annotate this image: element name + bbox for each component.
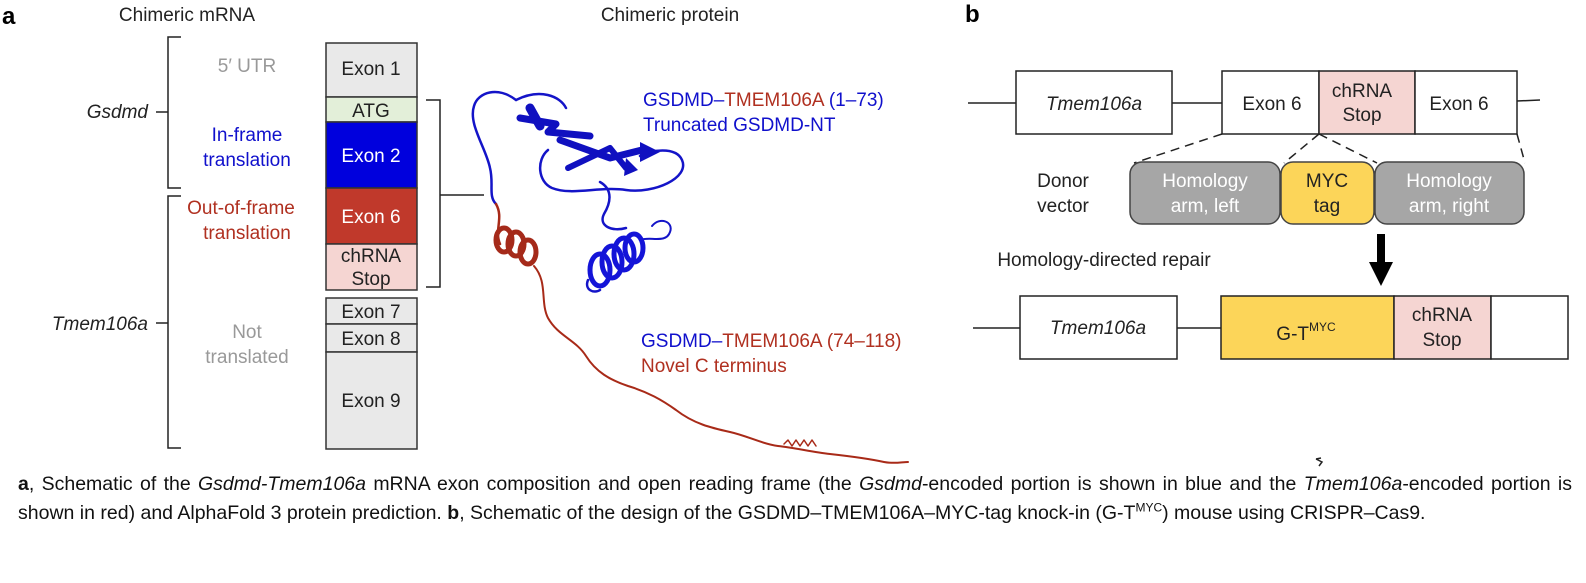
top-chrna-line1: chRNA bbox=[1332, 81, 1393, 102]
top-chrna-line2: Stop bbox=[1342, 105, 1381, 126]
bottom-chrna-line1: chRNA bbox=[1412, 305, 1473, 326]
exon1-box bbox=[325, 42, 418, 98]
top-exon6-right-label: Exon 6 bbox=[1429, 94, 1488, 115]
genomic-locus-top bbox=[968, 70, 1541, 135]
exon-column bbox=[325, 42, 418, 450]
chrna-stop-box bbox=[325, 243, 418, 291]
protein-label-1-sub: Truncated GSDMD-NT bbox=[643, 115, 836, 136]
top-gene-label: Tmem106a bbox=[1046, 94, 1142, 115]
region-outframe-line1: Out-of-frame bbox=[187, 198, 295, 219]
header-chimeric-protein: Chimeric protein bbox=[601, 5, 739, 26]
donor-vector bbox=[1129, 161, 1525, 225]
myc-line1: MYC bbox=[1306, 171, 1348, 192]
region-not-line2: translated bbox=[205, 347, 288, 368]
gsdmd-bracket bbox=[156, 36, 181, 189]
protein-label-2-sub: Novel C terminus bbox=[641, 356, 787, 377]
arm-left-line1: Homology bbox=[1162, 171, 1248, 192]
genomic-locus-edited bbox=[973, 295, 1569, 360]
arm-left-box bbox=[1129, 161, 1281, 225]
exon1-label: Exon 1 bbox=[341, 59, 400, 80]
exon2-box bbox=[325, 121, 418, 189]
myc-tag-box bbox=[1280, 161, 1375, 225]
gt-myc-label: G-TMYC bbox=[1276, 320, 1336, 345]
exon7-label: Exon 7 bbox=[341, 302, 400, 323]
exon8-label: Exon 8 bbox=[341, 329, 400, 350]
protein-structure-image bbox=[471, 90, 909, 464]
protein-label-1: GSDMD–TMEM106A (1–73) bbox=[643, 90, 884, 111]
myc-line2: tag bbox=[1314, 196, 1340, 217]
chrna-label-line2: Stop bbox=[351, 269, 390, 290]
donor-label-line2: vector bbox=[1037, 196, 1089, 217]
exon7-box bbox=[325, 297, 418, 325]
chrna-label-line1: chRNA bbox=[341, 246, 402, 267]
orf-bracket bbox=[426, 99, 484, 288]
region-not-line1: Not bbox=[232, 322, 262, 343]
region-outframe-line2: translation bbox=[203, 223, 291, 244]
bottom-gene-label: Tmem106a bbox=[1050, 318, 1146, 339]
figure-caption: a, Schematic of the Gsdmd-Tmem106a mRNA … bbox=[18, 473, 1572, 524]
tmem-bracket bbox=[156, 195, 181, 449]
panel-b-label: b bbox=[965, 1, 980, 28]
arm-right-line1: Homology bbox=[1406, 171, 1492, 192]
stray-mark bbox=[1315, 457, 1324, 467]
region-inframe-line1: In-frame bbox=[212, 125, 283, 146]
caption-b-label: b bbox=[447, 502, 460, 524]
exon6-label: Exon 6 bbox=[341, 207, 400, 228]
hdr-label: Homology-directed repair bbox=[997, 250, 1211, 271]
homology-dashed-guides bbox=[1133, 133, 1526, 164]
exon6-box bbox=[325, 187, 418, 245]
panel-a-label: a bbox=[2, 3, 16, 30]
protein-label-2: GSDMD–TMEM106A (74–118) bbox=[641, 331, 902, 352]
header-chimeric-mrna: Chimeric mRNA bbox=[119, 5, 256, 26]
exon9-label: Exon 9 bbox=[341, 391, 400, 412]
exon2-label: Exon 2 bbox=[341, 146, 400, 167]
top-exon6-left-label: Exon 6 bbox=[1242, 94, 1301, 115]
down-arrow-icon bbox=[1369, 234, 1393, 286]
arm-right-box bbox=[1374, 161, 1525, 225]
region-inframe-line2: translation bbox=[203, 150, 291, 171]
exon9-box bbox=[325, 351, 418, 450]
exon8-box bbox=[325, 323, 418, 353]
donor-label-line1: Donor bbox=[1037, 171, 1089, 192]
atg-label: ATG bbox=[352, 101, 390, 122]
bottom-chrna-line2: Stop bbox=[1422, 330, 1461, 351]
gene-gsdmd-label: Gsdmd bbox=[87, 102, 150, 123]
arm-right-line2: arm, right bbox=[1409, 196, 1490, 217]
figure-canvas: a Chimeric mRNA Chimeric protein Gsdmd T… bbox=[2, 1, 1569, 467]
region-5utr-label: 5′ UTR bbox=[218, 56, 276, 77]
arm-left-line2: arm, left bbox=[1171, 196, 1240, 217]
gene-tmem106a-label: Tmem106a bbox=[52, 314, 148, 335]
caption-a-label: a bbox=[18, 473, 29, 495]
